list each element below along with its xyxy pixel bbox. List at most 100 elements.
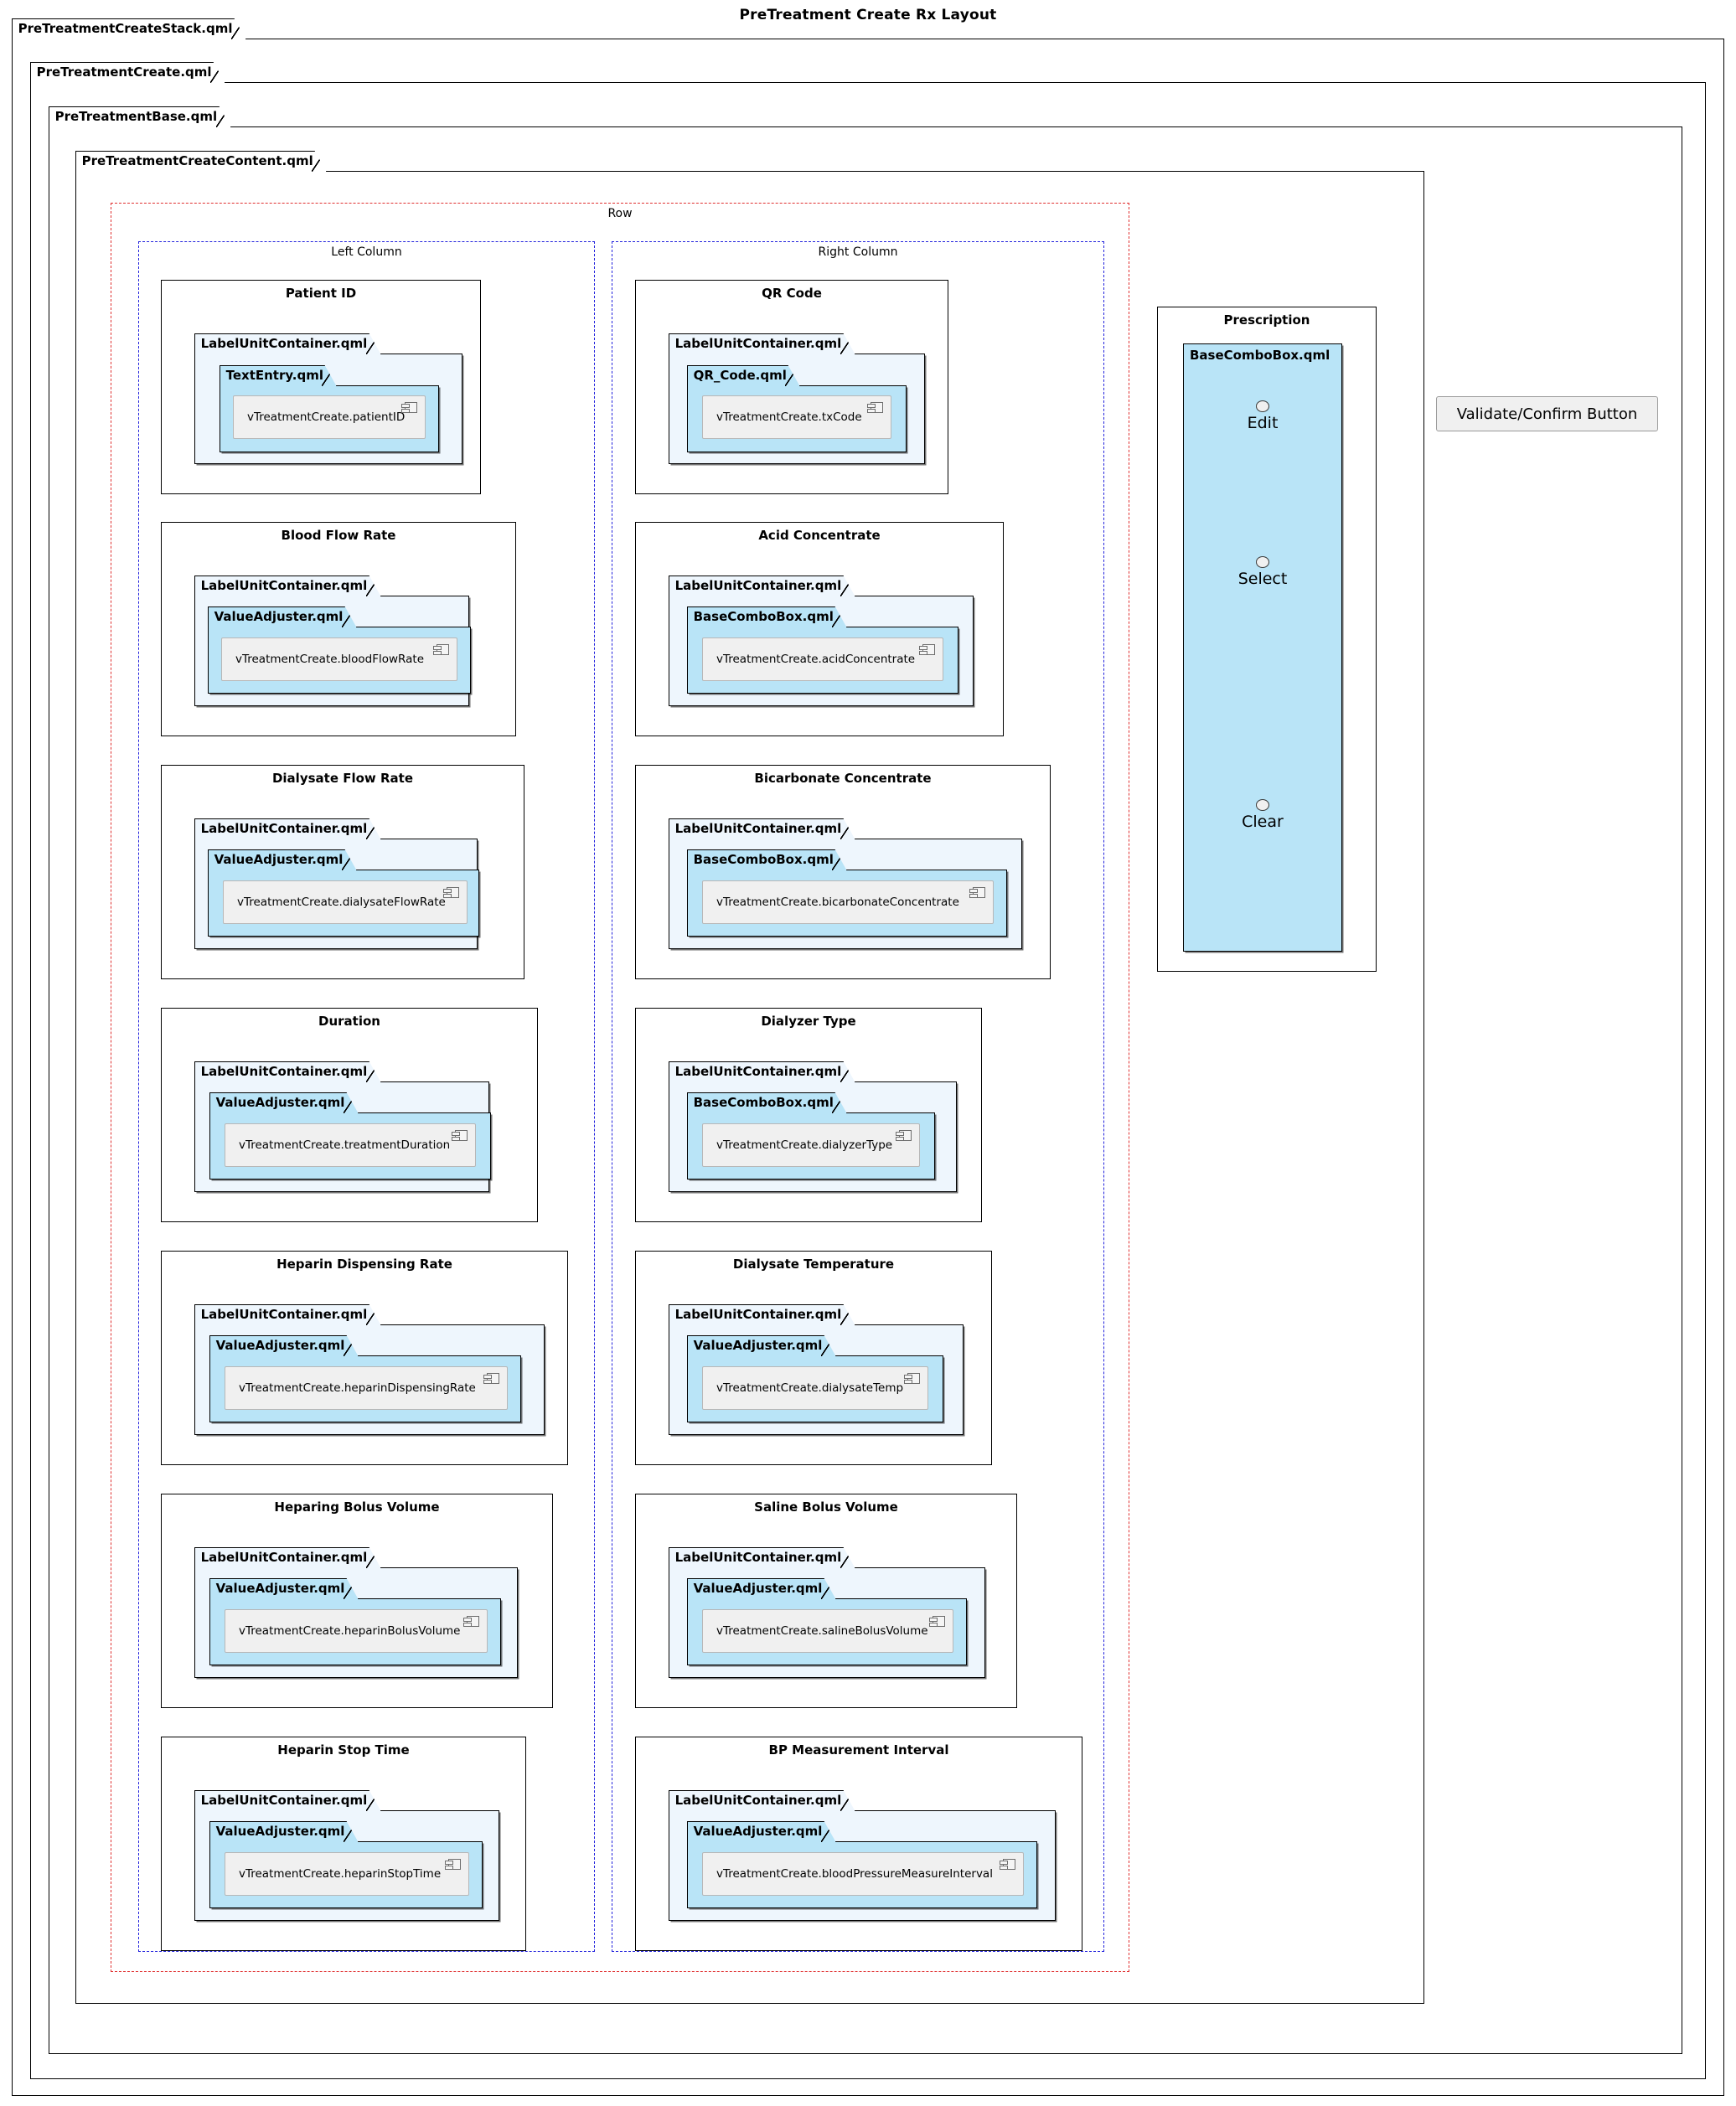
package-tab-labelunitcontainer: LabelUnitContainer.qml (194, 1790, 381, 1811)
component-label: vTreatmentCreate.dialysateFlowRate (237, 896, 446, 909)
component-node[interactable]: vTreatmentCreate.dialyzerType (702, 1123, 920, 1167)
validate-confirm-button[interactable]: Validate/Confirm Button (1436, 396, 1658, 431)
component-node[interactable]: vTreatmentCreate.bicarbonateConcentrate (702, 880, 994, 924)
group-title: Heparin Stop Time (277, 1742, 410, 1758)
prescription-combobox[interactable]: BaseComboBox.qml Edit Select Clear (1183, 343, 1342, 952)
package-tab-valueadjuster: ValueAdjuster.qml (208, 849, 357, 870)
component-icon (904, 1373, 920, 1384)
component-label: vTreatmentCreate.txCode (716, 410, 862, 424)
package-tab-basecombobox: BaseComboBox.qml (1190, 348, 1330, 363)
package-tab-qr-code: QR_Code.qml (687, 365, 800, 386)
component-label: vTreatmentCreate.dialyzerType (716, 1138, 893, 1152)
radio-icon (1256, 400, 1269, 412)
component-icon (433, 644, 449, 655)
component-icon (867, 402, 883, 413)
component-label: vTreatmentCreate.bloodPressureMeasureInt… (716, 1867, 993, 1881)
group-title: Duration (318, 1014, 380, 1029)
group-title: Dialysate Temperature (732, 1257, 895, 1272)
component-node[interactable]: vTreatmentCreate.bloodFlowRate (221, 637, 457, 681)
package-tab-labelunitcontainer: LabelUnitContainer.qml (669, 1790, 855, 1811)
package-tab-valueadjuster: ValueAdjuster.qml (209, 1821, 359, 1842)
component-icon (463, 1616, 479, 1627)
group-title: Heparin Dispensing Rate (276, 1257, 452, 1272)
component-label: vTreatmentCreate.heparinStopTime (239, 1867, 442, 1881)
component-node[interactable]: vTreatmentCreate.salineBolusVolume (702, 1609, 953, 1653)
combo-item-select[interactable]: Select (1184, 556, 1341, 588)
group-title: QR Code (762, 286, 822, 301)
component-label: vTreatmentCreate.dialysateTemp (716, 1381, 904, 1395)
component-icon (969, 887, 985, 898)
component-label: vTreatmentCreate.salineBolusVolume (716, 1624, 928, 1638)
package-tab-valueadjuster: ValueAdjuster.qml (209, 1335, 359, 1356)
group-title: Acid Concentrate (758, 528, 881, 543)
component-label: vTreatmentCreate.heparinBolusVolume (239, 1624, 461, 1638)
package-tab-pretreatmentcreatecontent: PreTreatmentCreateContent.qml (75, 151, 327, 172)
radio-icon (1256, 799, 1269, 811)
package-tab-valueadjuster: ValueAdjuster.qml (209, 1578, 359, 1599)
page-title: PreTreatment Create Rx Layout (739, 7, 997, 23)
group-title: Dialysate Flow Rate (271, 771, 414, 786)
component-icon (443, 887, 459, 898)
package-tab-labelunitcontainer: LabelUnitContainer.qml (194, 1304, 381, 1325)
left-column-label: Left Column (139, 245, 594, 259)
package-tab-valueadjuster: ValueAdjuster.qml (687, 1821, 836, 1842)
package-tab-pretreatmentbase: PreTreatmentBase.qml (49, 106, 231, 127)
group-title: BP Measurement Interval (768, 1742, 949, 1758)
component-icon (896, 1130, 912, 1141)
combo-item-clear[interactable]: Clear (1184, 799, 1341, 831)
component-icon (483, 1373, 499, 1384)
right-column-label: Right Column (612, 245, 1103, 259)
package-tab-labelunitcontainer: LabelUnitContainer.qml (669, 333, 855, 354)
package-tab-labelunitcontainer: LabelUnitContainer.qml (194, 333, 381, 354)
component-label: vTreatmentCreate.treatmentDuration (239, 1138, 451, 1152)
component-label: vTreatmentCreate.heparinDispensingRate (239, 1381, 476, 1395)
package-tab-labelunitcontainer: LabelUnitContainer.qml (669, 1304, 855, 1325)
component-node[interactable]: vTreatmentCreate.patientID (233, 395, 426, 439)
package-tab-labelunitcontainer: LabelUnitContainer.qml (194, 1061, 381, 1082)
package-tab-basecombobox: BaseComboBox.qml (687, 607, 847, 627)
group-title: Saline Bolus Volume (754, 1499, 898, 1515)
group-title: Blood Flow Rate (281, 528, 396, 543)
package-tab-labelunitcontainer: LabelUnitContainer.qml (194, 1547, 381, 1568)
group-title: Heparing Bolus Volume (274, 1499, 440, 1515)
component-icon (929, 1616, 945, 1627)
component-label: vTreatmentCreate.patientID (247, 410, 406, 424)
package-tab-labelunitcontainer: LabelUnitContainer.qml (669, 818, 855, 839)
group-title: Patient ID (285, 286, 357, 301)
component-node[interactable]: vTreatmentCreate.heparinBolusVolume (225, 1609, 488, 1653)
left-column-frame: Left Column (138, 241, 595, 1952)
package-tab-labelunitcontainer: LabelUnitContainer.qml (194, 576, 381, 596)
package-tab-labelunitcontainer: LabelUnitContainer.qml (669, 576, 855, 596)
component-node[interactable]: vTreatmentCreate.heparinStopTime (225, 1852, 469, 1896)
package-tab-valueadjuster: ValueAdjuster.qml (208, 607, 357, 627)
component-icon (1000, 1859, 1015, 1870)
package-tab-basecombobox: BaseComboBox.qml (687, 1092, 847, 1113)
component-label: vTreatmentCreate.acidConcentrate (716, 653, 916, 666)
component-icon (445, 1859, 461, 1870)
row-label: Row (111, 207, 1129, 220)
package-tab-valueadjuster: ValueAdjuster.qml (209, 1092, 359, 1113)
component-icon (401, 402, 417, 413)
package-tab-pretreatmentcreate: PreTreatmentCreate.qml (30, 62, 225, 83)
combo-item-edit[interactable]: Edit (1184, 400, 1341, 432)
package-tab-basecombobox: BaseComboBox.qml (687, 849, 847, 870)
component-node[interactable]: vTreatmentCreate.dialysateTemp (702, 1366, 928, 1410)
package-tab-textentry: TextEntry.qml (220, 365, 337, 386)
right-column-frame: Right Column (612, 241, 1104, 1952)
group-title: Prescription (1223, 312, 1310, 328)
component-node[interactable]: vTreatmentCreate.treatmentDuration (225, 1123, 476, 1167)
row-frame: Row (111, 203, 1129, 1972)
component-node[interactable]: vTreatmentCreate.dialysateFlowRate (223, 880, 468, 924)
group-title: Bicarbonate Concentrate (754, 771, 932, 786)
component-node[interactable]: vTreatmentCreate.heparinDispensingRate (225, 1366, 508, 1410)
component-icon (919, 644, 935, 655)
package-tab-valueadjuster: ValueAdjuster.qml (687, 1335, 836, 1356)
component-node[interactable]: vTreatmentCreate.bloodPressureMeasureInt… (702, 1852, 1024, 1896)
package-tab-labelunitcontainer: LabelUnitContainer.qml (669, 1547, 855, 1568)
component-node[interactable]: vTreatmentCreate.txCode (702, 395, 891, 439)
component-node[interactable]: vTreatmentCreate.acidConcentrate (702, 637, 943, 681)
group-title: Dialyzer Type (761, 1014, 856, 1029)
component-label: vTreatmentCreate.bicarbonateConcentrate (716, 896, 959, 909)
radio-icon (1256, 556, 1269, 568)
package-tab-labelunitcontainer: LabelUnitContainer.qml (194, 818, 381, 839)
